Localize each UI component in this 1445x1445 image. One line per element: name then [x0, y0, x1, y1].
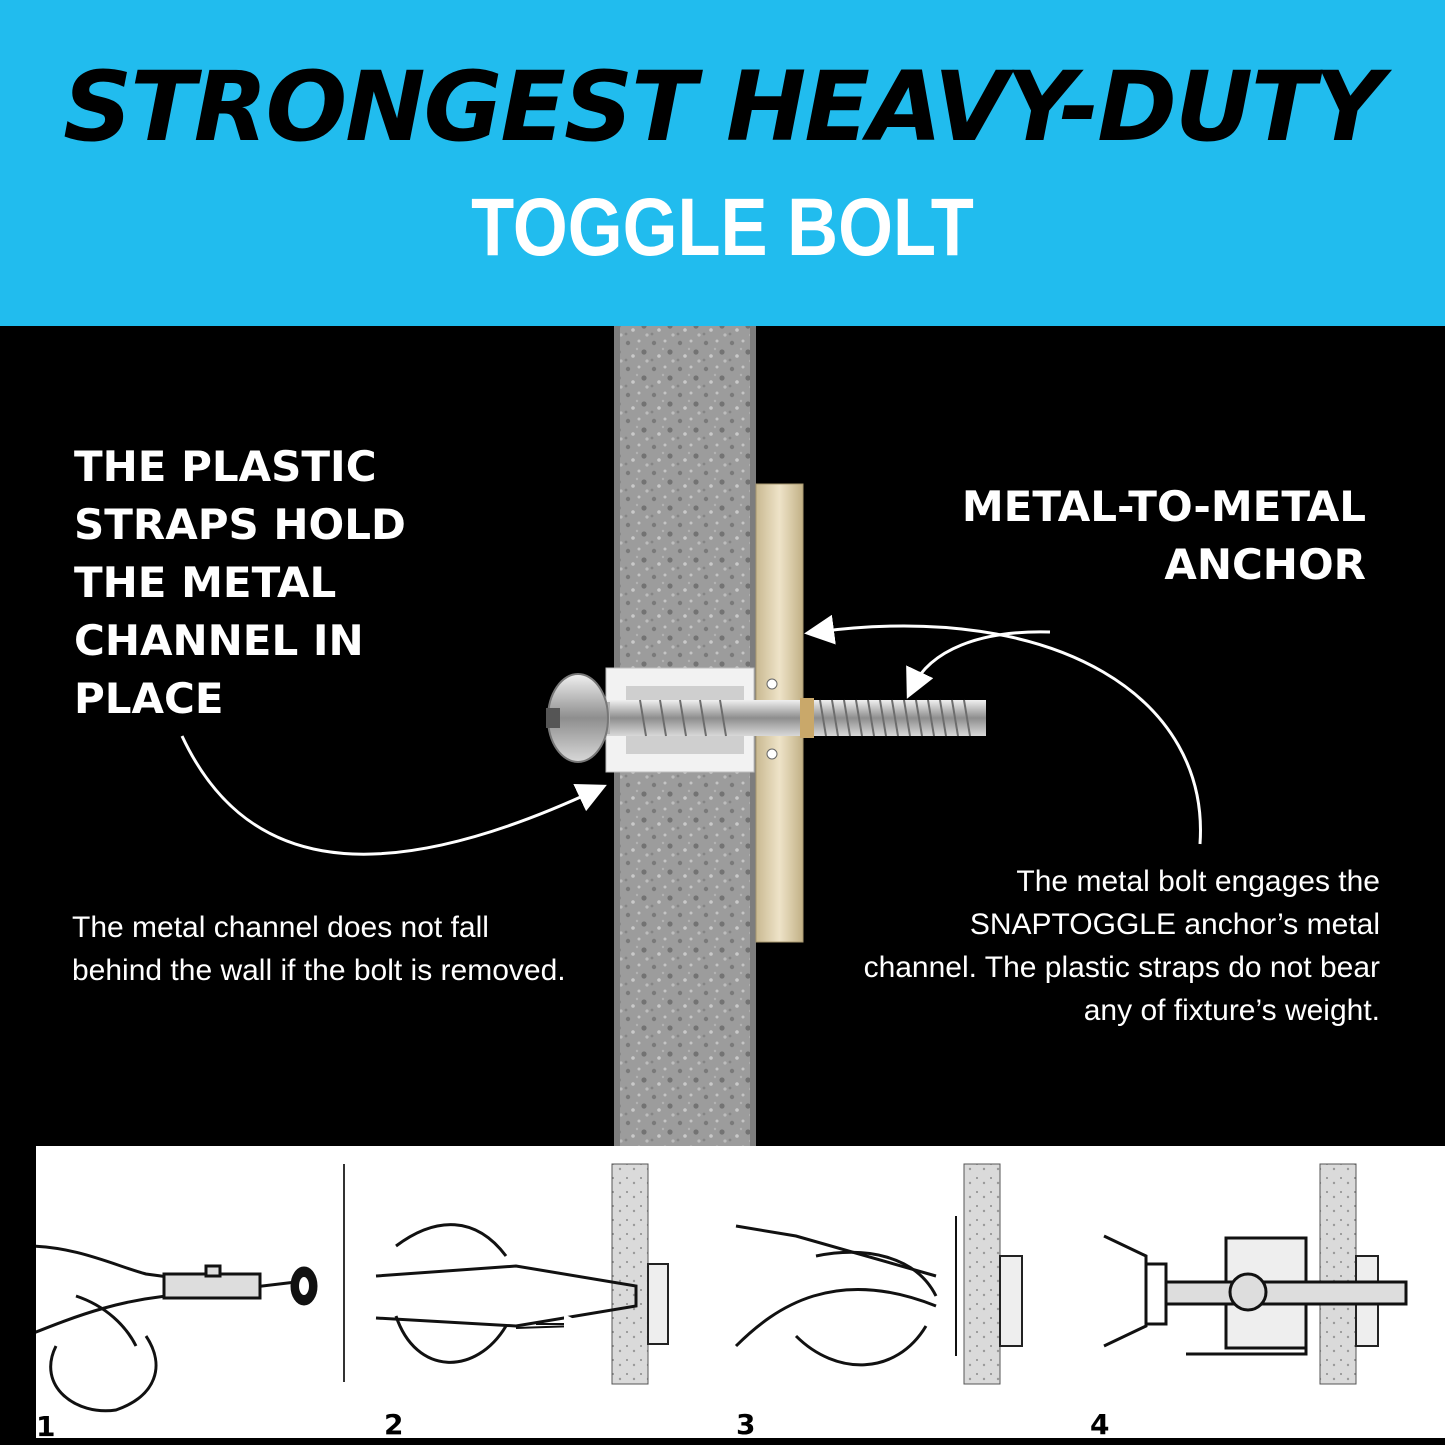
step-4-number: 4 [1090, 1408, 1110, 1441]
metal-anchor-description: The metal bolt engages the SNAPTOGGLE an… [863, 865, 1380, 1027]
step-3-illustration [734, 1163, 1023, 1385]
metal-anchor-heading: METAL-TO-METAL ANCHOR [961, 482, 1366, 589]
plastic-straps-description: The metal channel does not fall behind t… [72, 911, 566, 987]
bolt-head [546, 673, 610, 763]
header-banner: STRONGEST HEAVY-DUTY TOGGLE BOLT [0, 0, 1445, 326]
step-1-illustration [25, 1244, 318, 1413]
headline-title: STRONGEST HEAVY-DUTY [63, 51, 1384, 163]
plastic-straps-heading: THE PLASTIC STRAPS HOLD THE METAL CHANNE… [74, 442, 406, 723]
installation-steps-drawing [25, 1163, 1408, 1413]
step-2-number: 2 [384, 1408, 404, 1441]
metal-bolt [580, 698, 986, 738]
left-callout-arrow [180, 735, 607, 856]
right-callout-arrow-inner [906, 630, 1051, 699]
installation-steps-strip: 1 2 3 4 [25, 1146, 1445, 1443]
step-2-illustration [375, 1163, 669, 1385]
headline-subtitle: TOGGLE BOLT [471, 182, 974, 273]
step-3-number: 3 [736, 1408, 756, 1441]
step-4-illustration [1103, 1163, 1408, 1385]
right-callout-arrow-outer [804, 614, 1202, 845]
step-1-number: 1 [36, 1410, 56, 1443]
